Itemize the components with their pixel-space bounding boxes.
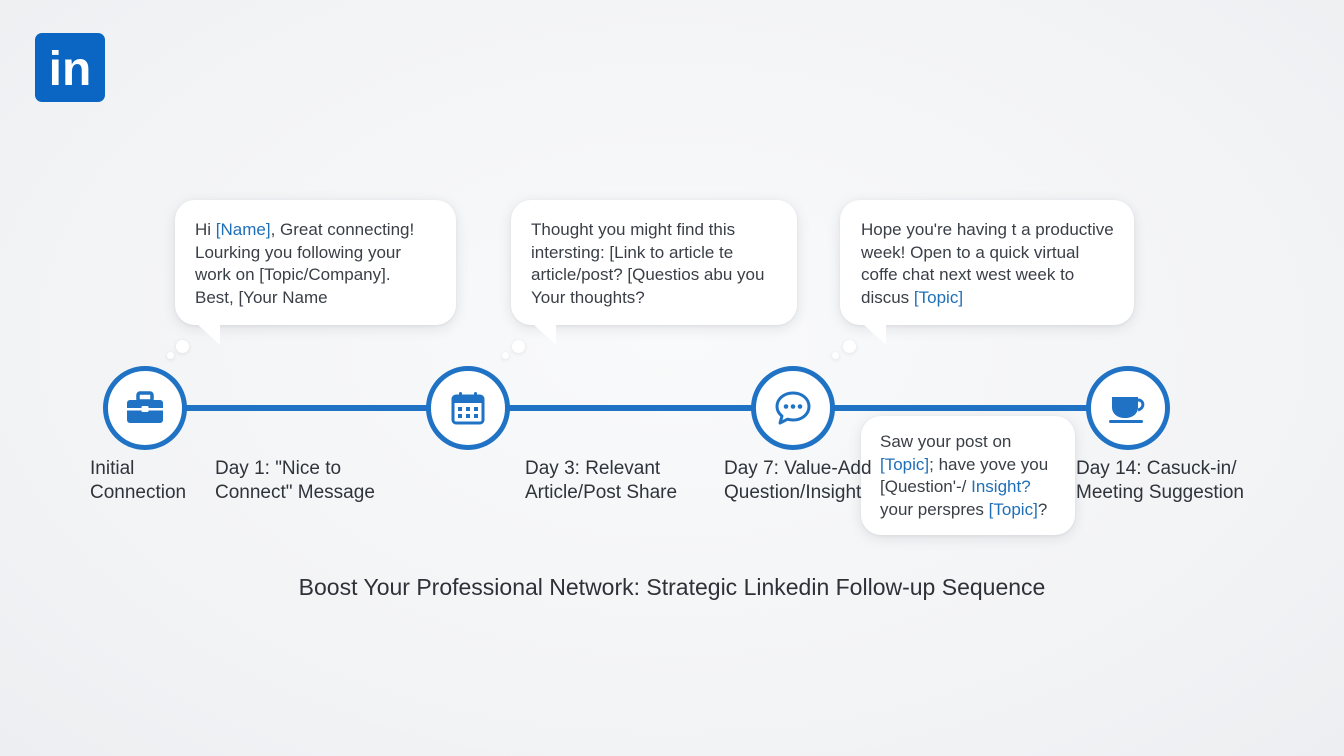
bubble-tail [532, 323, 556, 345]
logo-text: in [49, 43, 92, 96]
briefcase-icon [127, 391, 163, 423]
message-line: discus [Topic] [861, 287, 964, 307]
message-line: Your thoughts? [531, 287, 645, 307]
message-line: Saw your post on [880, 432, 1012, 451]
diagram-title: Boost Your Professional Network: Strateg… [298, 574, 1046, 600]
linkedin-logo: in [35, 33, 105, 102]
message-line: your perspres [Topic]? [880, 499, 1048, 519]
message-bubble-day3: Thought you might find this intersting: … [511, 200, 797, 325]
bubble-tail [862, 323, 886, 345]
message-line: [Question'-/ Insight? [880, 477, 1031, 497]
message-line: work on [Topic/Company]. [195, 265, 391, 285]
bubble-dot [167, 352, 174, 359]
message-line: week! Open to a quick virtual [861, 242, 1080, 262]
bubble-dot [176, 340, 189, 353]
bubble-dot [843, 340, 856, 353]
message-line: article/post? [Questios abu you [531, 265, 765, 285]
message-line: Thought you might find this [531, 220, 736, 239]
step-node-initial [103, 366, 187, 450]
chat-bubble-icon [775, 391, 811, 425]
message-line: [Topic]; have yove you [880, 454, 1049, 474]
message-line: Best, [Your Name [195, 287, 328, 307]
message-line: Lourking you following your [195, 242, 402, 262]
message-bubble-day14: Hope you're having t a productive week! … [840, 200, 1134, 325]
message-line: Hope you're having t a productive [861, 220, 1114, 239]
linkedin-logo-icon: in [49, 43, 92, 96]
message-line: intersting: [Link to article te [531, 242, 734, 262]
timeline-track [145, 405, 1129, 411]
coffee-cup-icon [1109, 397, 1145, 423]
step-label-day14: Day 14: Casuck-in/Meeting Suggestion [1076, 458, 1244, 503]
message-bubble-day1: Hi [Name], Great connecting! Lourking yo… [175, 200, 456, 325]
calendar-icon [451, 392, 485, 425]
bubble-dot [832, 352, 839, 359]
bubble-tail [196, 323, 220, 345]
bubble-dot [502, 352, 509, 359]
step-node-day7 [751, 366, 835, 450]
bubble-dot [512, 340, 525, 353]
message-line: Hi [Name], Great connecting! [195, 220, 415, 239]
message-bubble-day7: Saw your post on [Topic]; have yove you … [861, 416, 1075, 535]
step-node-day1 [426, 366, 510, 450]
step-node-day14 [1086, 366, 1170, 450]
message-line: coffe chat next west week to [861, 265, 1075, 285]
